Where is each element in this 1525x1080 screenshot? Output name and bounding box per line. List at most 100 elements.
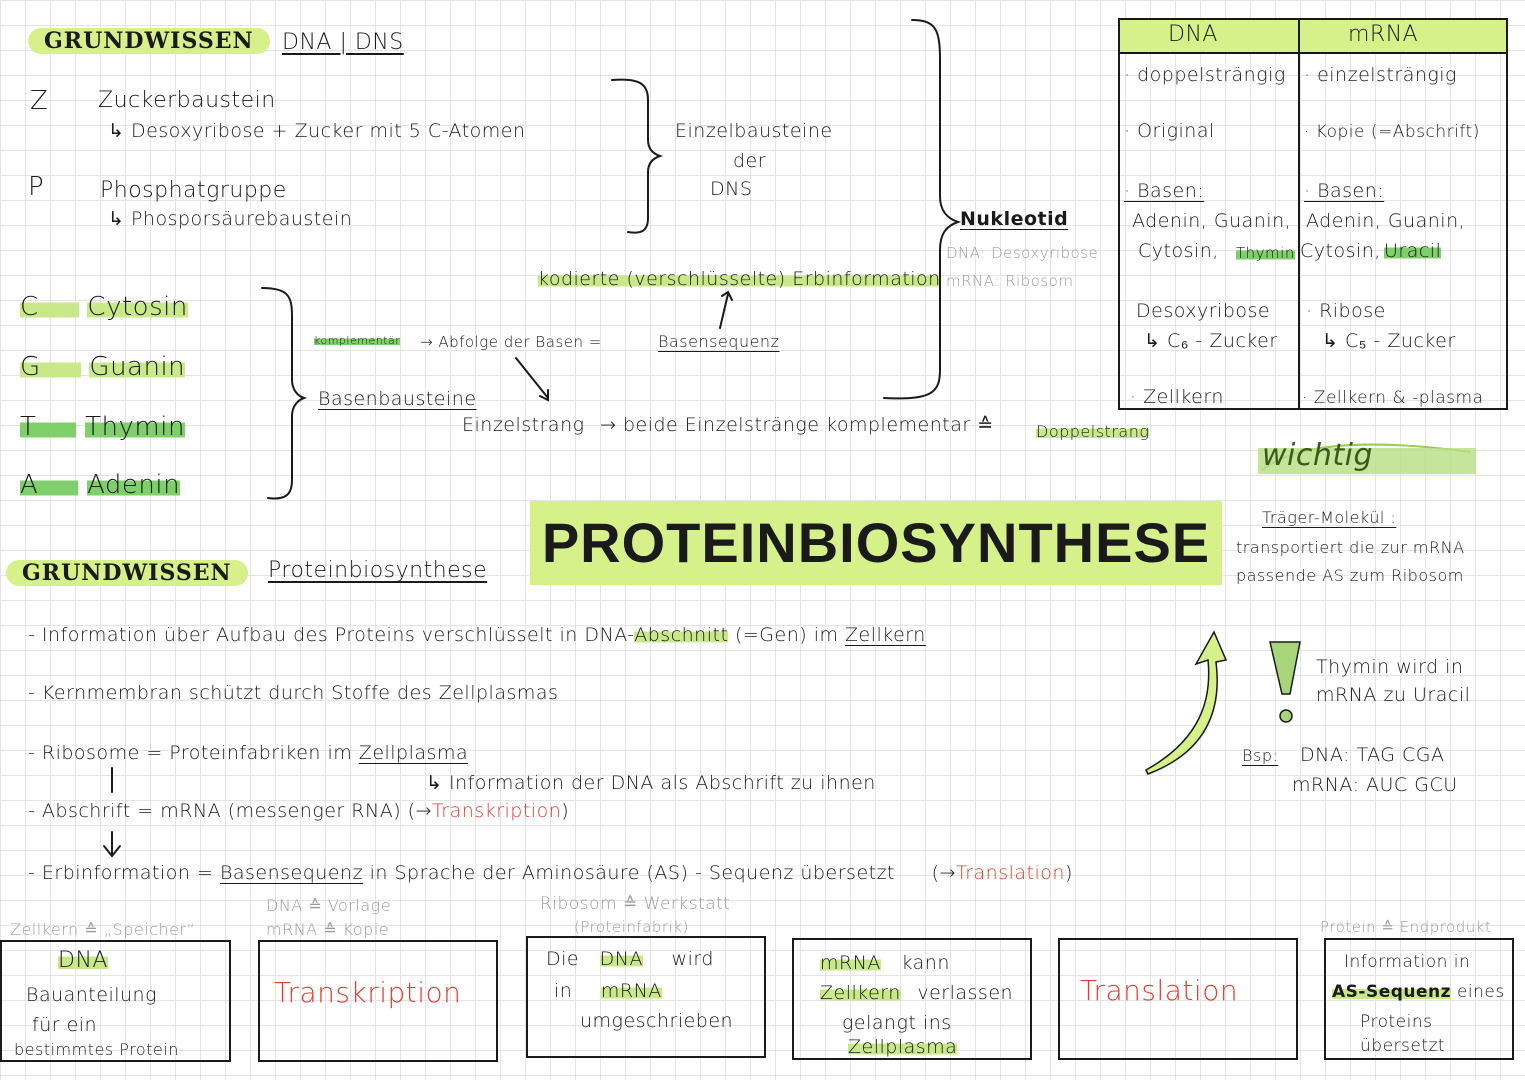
page-title: PROTEINBIOSYNTHESE — [530, 501, 1222, 585]
subheading-proteinbiosynthese: Proteinbiosynthese — [268, 558, 488, 583]
table-col-dna: DNA — [1168, 22, 1218, 47]
protein-line-1: - Information über Aufbau des Proteins v… — [28, 624, 926, 646]
bsp-label: Bsp: — [1242, 746, 1279, 765]
kodierte-erbinformation: kodierte (verschlüsselte) Erbinformation — [538, 268, 941, 290]
traeger-molekuel: Träger-Molekül : — [1262, 508, 1397, 527]
doppelstrang-label: Doppelstrang — [1036, 422, 1150, 441]
flow-box-transkription: Transkription — [258, 940, 498, 1062]
flow-label-ribosom: Ribosom ≙ Werkstatt — [540, 894, 731, 914]
base-letter: G — [20, 352, 81, 382]
base-letter: A — [20, 470, 79, 500]
flow-box-protein-line3: Proteins — [1360, 1012, 1433, 1032]
einzelstrang-label: Einzelstrang — [462, 414, 585, 436]
flow-box-umschreiben-line3: umgeschrieben — [580, 1010, 734, 1032]
table-cell: ↳ C₅ - Zucker — [1322, 330, 1456, 352]
table-cell: · Basen: — [1304, 180, 1385, 202]
table-cell: ↳ C₆ - Zucker — [1144, 330, 1278, 352]
table-cell: · Ribose — [1306, 300, 1386, 322]
desoxyribose-detail: ↳ Desoxyribose + Zucker mit 5 C-Atomen — [108, 120, 526, 142]
base-letter: T — [20, 412, 77, 442]
table-cell: · Kopie (=Abschrift) — [1304, 122, 1480, 142]
phosphatgruppe-label: Phosphatgruppe — [100, 178, 287, 203]
flow-box-mrna-line4: Zellplasma — [848, 1036, 958, 1058]
base-row-cytosin: C Cytosin — [20, 292, 210, 322]
base-letter: C — [20, 292, 79, 322]
nukleotid-mrna-note: mRNA: Ribosom — [946, 272, 1074, 290]
flow-box-mrna-line3: gelangt ins — [842, 1012, 952, 1034]
table-cell: · Original — [1124, 120, 1215, 142]
base-name: Cytosin — [87, 292, 188, 322]
protein-line-2: - Kernmembran schützt durch Stoffe des Z… — [28, 682, 559, 704]
traeger-line1: transportiert die zur mRNA — [1236, 538, 1465, 557]
base-row-adenin: A Adenin — [20, 470, 210, 500]
komplementaer-label: komplementär — [314, 334, 401, 347]
protein-line-4: - Abschrift = mRNA (messenger RNA) (→Tra… — [28, 800, 570, 822]
phosphorsaeure-detail: ↳ Phosporsäurebaustein — [108, 208, 353, 230]
table-cell: Desoxyribose — [1136, 300, 1271, 322]
protein-line-5: - Erbinformation = Basensequenz in Sprac… — [28, 862, 1073, 884]
flow-box-mrna: mRNA kann Zellkern verlassen gelangt ins… — [792, 938, 1032, 1060]
base-row-guanin: G Guanin — [20, 352, 210, 382]
table-cell-thymin: Thymin — [1236, 244, 1295, 262]
flow-box-umschreiben-line2: in mRNA — [554, 980, 662, 1002]
flow-box-protein-line2: AS-Sequenz eines — [1332, 982, 1505, 1002]
flow-box-protein-line1: Information in — [1344, 952, 1471, 972]
exclamation-dot — [1279, 709, 1293, 723]
flow-box-dna-line: bestimmtes Protein — [14, 1040, 179, 1059]
heading-grundwissen-dna: GRUNDWISSEN — [28, 28, 270, 54]
nukleotid-label: Nukleotid — [960, 208, 1069, 230]
curved-arrow-up — [1145, 630, 1228, 775]
wichtig-highlight — [1258, 448, 1476, 474]
flow-box-mrna-line1: mRNA kann — [820, 952, 950, 974]
traeger-line2: passende AS zum Ribosom — [1236, 566, 1464, 585]
table-cell: · Basen: — [1124, 180, 1205, 202]
table-divider — [1298, 20, 1300, 408]
arrow-to-kodierte — [719, 290, 733, 329]
arrow-to-einzelstrang — [515, 357, 549, 402]
table-cell: Cytosin, — [1138, 240, 1219, 262]
thymin-note-line1: Thymin wird in — [1316, 656, 1464, 678]
brace-einzelbausteine — [611, 78, 664, 234]
zuckerbaustein-label: Zuckerbaustein — [98, 88, 276, 113]
flow-label-dna-vorlage: DNA ≙ Vorlage — [266, 896, 392, 915]
table-cell: Cytosin, — [1300, 240, 1381, 262]
base-row-thymin: T Thymin — [20, 412, 210, 442]
flow-box-translation: Translation — [1058, 938, 1298, 1060]
table-header — [1120, 20, 1506, 54]
nukleotid-dna-note: DNA: Desoxyribose — [946, 244, 1099, 262]
basensequenz-label: Basensequenz — [658, 332, 780, 351]
base-name: Thymin — [85, 412, 185, 442]
flow-label-protein: Protein ≙ Endprodukt — [1320, 918, 1492, 936]
flow-label-mrna-kopie: mRNA ≙ Kopie — [266, 920, 390, 939]
letter-z: Z — [30, 86, 49, 116]
protein-line-3: - Ribosome = Proteinfabriken im Zellplas… — [28, 742, 469, 764]
table-cell-uracil: Uracil — [1384, 240, 1442, 262]
subheading-dna-dns: DNA | DNS — [282, 30, 404, 55]
flow-box-dna-title: DNA — [58, 948, 108, 973]
exclamation-icon — [1269, 641, 1301, 695]
base-name: Adenin — [87, 470, 181, 500]
table-cell: · doppelsträngig — [1124, 64, 1286, 86]
flow-box-translation-label: Translation — [1080, 974, 1239, 1007]
arrow-abschrift-down — [103, 831, 121, 858]
table-cell: · einzelsträngig — [1304, 64, 1457, 86]
dna-mrna-table: DNA mRNA · doppelsträngig · einzelsträng… — [1118, 18, 1508, 410]
table-cell: Adenin, Guanin, — [1132, 210, 1292, 232]
flow-box-umschreiben-line1: Die DNA wird — [546, 948, 714, 970]
flow-box-protein: Information in AS-Sequenz eines Proteins… — [1324, 938, 1514, 1060]
einzelbausteine-line3: DNS — [710, 178, 753, 200]
brace-nukleotid — [883, 19, 962, 400]
beide-einzelstraenge: → beide Einzelstränge komplementar ≙ — [600, 414, 994, 436]
heading-grundwissen-protein: GRUNDWISSEN — [6, 560, 248, 586]
flow-label-proteinfabrik: (Proteinfabrik) — [574, 918, 689, 936]
flow-label-zellkern: Zellkern ≙ „Speicher“ — [10, 920, 196, 939]
einzelbausteine-line2: der — [733, 150, 767, 172]
einzelbausteine-line1: Einzelbausteine — [675, 120, 833, 142]
flow-box-protein-line4: übersetzt — [1360, 1036, 1446, 1056]
brace-basen — [261, 287, 308, 500]
protein-line-3-sub: ↳ Information der DNA als Abschrift zu i… — [426, 772, 876, 794]
abfolge-text: → Abfolge der Basen = — [420, 333, 602, 351]
flow-box-dna: DNA Bauanteilung für ein bestimmtes Prot… — [0, 940, 231, 1062]
flow-box-dna-line: für ein — [32, 1014, 98, 1036]
